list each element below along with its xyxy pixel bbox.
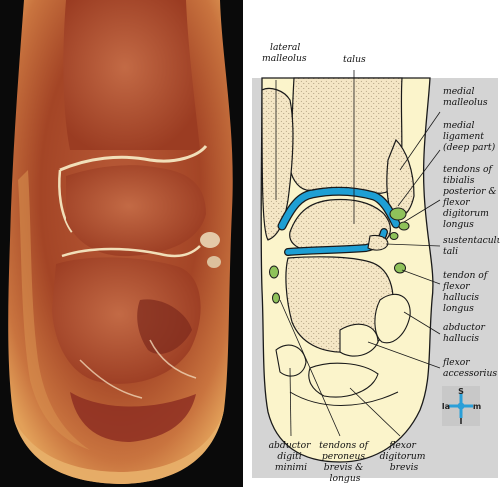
leader-fdb — [349, 387, 401, 437]
leader-abductor-hallucis — [403, 311, 441, 335]
heel-fat-pad — [14, 410, 224, 484]
flexor-accessorius-muscle — [339, 323, 379, 357]
label-tendons-tibialis: tendons of tibialis posterior & flexor d… — [442, 164, 500, 230]
subtalar-joint — [61, 245, 201, 258]
compass-right: m — [473, 402, 481, 411]
fhl-tendon-photo — [207, 256, 221, 268]
label-abductor-hallucis: abductor hallucis — [443, 322, 488, 344]
label-sustentaculum: sustentaculum tali — [443, 235, 500, 257]
leader-lines — [275, 70, 441, 437]
compass-center — [457, 402, 465, 410]
leader-medial-ligament — [397, 149, 441, 207]
label-flexor-accessorius: flexor accessorius — [442, 357, 497, 379]
label-flexor-digitorum-brevis: flexor digitorum brevis — [380, 440, 429, 473]
leader-sustentaculum — [385, 243, 441, 247]
flexor-digitorum-brevis-muscle — [308, 362, 379, 398]
orientation-compass: S la m I — [442, 386, 481, 426]
label-tendons-peroneus: tendons of peroneus brevis & longus — [319, 440, 371, 484]
fhl-tendon — [394, 262, 406, 274]
medial-tendon-photo — [200, 232, 220, 248]
label-medial-ligament: medial ligament (deep part) — [443, 120, 496, 153]
compass-bottom: I — [460, 417, 463, 426]
ligament-tendon-small — [389, 232, 399, 240]
leader-medial-malleolus — [399, 111, 441, 171]
ankle-cartilage — [278, 188, 400, 230]
compass-left: la — [442, 402, 450, 411]
tibialis-posterior-tendon — [389, 207, 407, 221]
labels: lateral malleolus talus medial malleolus… — [262, 42, 500, 484]
tibia-bone — [289, 77, 403, 194]
label-abductor-digiti-minimi: abductor digiti minimi — [269, 440, 314, 473]
tibia-photo — [63, 0, 200, 150]
photo-panel — [0, 0, 243, 487]
fibula-bone — [261, 87, 294, 241]
diagram-panel: S la m I lateral malleolus talus medial … — [252, 42, 500, 484]
fascia-streak — [149, 339, 197, 379]
ankle-joint-line — [59, 144, 208, 172]
peroneus-tendon-1 — [269, 265, 279, 279]
abductor-hallucis-muscle — [374, 293, 411, 344]
leader-abductor-digiti-minimi — [289, 367, 292, 437]
sustentaculum-bone — [367, 234, 389, 251]
lateral-fat — [18, 170, 90, 450]
label-lateral-malleolus: lateral malleolus — [262, 42, 307, 64]
leader-fhl — [401, 269, 441, 285]
peroneus-tendon-2 — [272, 292, 280, 304]
label-tendon-fhl: tendon of flexor hallucis longus — [442, 270, 490, 314]
plantar-muscles-photo — [70, 392, 196, 442]
leader-flexor-accessorius — [367, 341, 441, 369]
abductor-digiti-minimi-muscle — [275, 344, 307, 377]
plantar-aponeurosis — [289, 391, 399, 406]
talus-photo — [66, 165, 206, 257]
label-medial-malleolus: medial malleolus — [443, 86, 488, 108]
fdl-tendon — [398, 221, 410, 231]
label-talus: talus — [343, 54, 366, 65]
leader-tendons-tibialis — [403, 199, 441, 223]
leader-peroneus — [279, 299, 341, 437]
fascia-streak — [79, 359, 143, 399]
lateral-gutter — [58, 169, 74, 233]
compass-top: S — [458, 387, 464, 396]
